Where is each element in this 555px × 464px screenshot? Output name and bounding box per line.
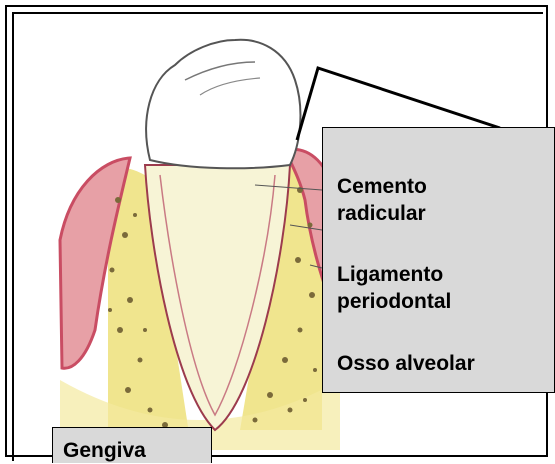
- label-panel: Cemento radicular Ligamento periodontal …: [322, 127, 555, 393]
- label-cementum: Cemento radicular: [337, 173, 427, 227]
- tooth-crown: [146, 40, 300, 168]
- label-alveolar-bone: Osso alveolar: [337, 350, 475, 377]
- label-panel-gum: Gengiva: [52, 427, 212, 463]
- label-gum: Gengiva: [63, 437, 146, 464]
- label-periodontal-ligament: Ligamento periodontal: [337, 261, 451, 315]
